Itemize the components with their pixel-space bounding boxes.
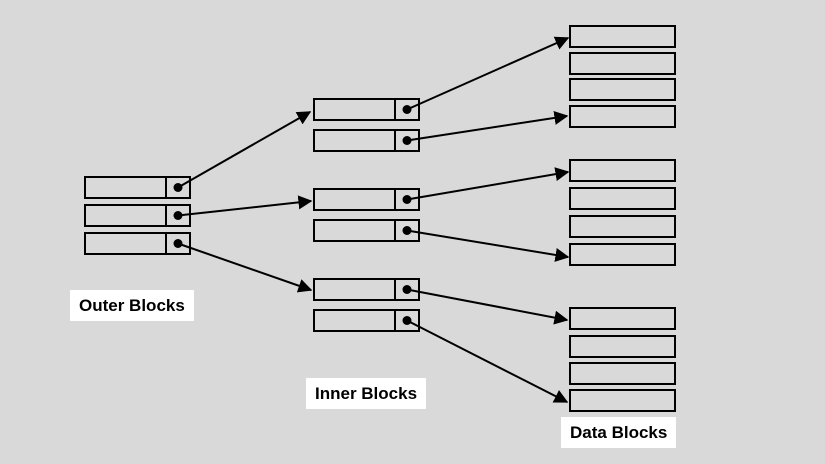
data-block-2-3 — [569, 215, 676, 238]
arrow-inner-1-1 — [406, 36, 570, 111]
inner-block-3-2-cell — [313, 309, 420, 332]
inner-block-1-1-cell — [313, 98, 420, 121]
outer-blocks-label: Outer Blocks — [70, 290, 194, 321]
data-block-1-1 — [569, 25, 676, 48]
data-block-2-1 — [569, 159, 676, 182]
data-block-1-2 — [569, 52, 676, 75]
inner-block-1-1-pointer-dot — [402, 105, 412, 114]
inner-block-3-1 — [313, 278, 420, 301]
inner-block-1-2 — [313, 129, 420, 152]
outer-block-1 — [84, 176, 191, 199]
outer-block-1-pointer-dot — [173, 183, 183, 192]
arrow-outer-1 — [177, 111, 312, 189]
inner-block-3-1-pointer-dot — [402, 285, 412, 294]
inner-block-3-2 — [313, 309, 420, 332]
arrow-inner-1-2 — [406, 110, 569, 142]
inner-block-2-2-cell — [313, 219, 420, 242]
outer-block-3-cell — [84, 232, 191, 255]
outer-block-2 — [84, 204, 191, 227]
data-block-3-1 — [569, 307, 676, 330]
arrows-layer — [177, 36, 570, 403]
outer-block-1-cell — [84, 176, 191, 199]
data-block-1-3 — [569, 78, 676, 101]
outer-block-3-pointer-dot — [173, 239, 183, 248]
inner-block-1-2-pointer-dot — [402, 136, 412, 145]
outer-block-3 — [84, 232, 191, 255]
inner-block-2-2-pointer-dot — [402, 226, 412, 235]
data-block-3-4 — [569, 389, 676, 412]
data-block-3-3 — [569, 362, 676, 385]
data-block-1-4 — [569, 105, 676, 128]
arrow-inner-2-2 — [406, 229, 570, 262]
arrow-inner-3-2 — [406, 319, 569, 403]
inner-block-3-2-pointer-dot — [402, 316, 412, 325]
blocks-layer — [84, 25, 676, 412]
arrow-outer-3 — [177, 242, 313, 293]
arrow-outer-2 — [177, 195, 313, 217]
arrow-inner-3-1 — [406, 288, 569, 325]
inner-block-1-1 — [313, 98, 420, 121]
inner-block-1-2-cell — [313, 129, 420, 152]
pointer-dots-layer — [173, 105, 412, 325]
inner-block-3-1-cell — [313, 278, 420, 301]
inner-block-2-1-pointer-dot — [402, 195, 412, 204]
arrow-inner-2-1 — [406, 167, 570, 201]
outer-block-2-cell — [84, 204, 191, 227]
inner-block-2-1 — [313, 188, 420, 211]
inner-block-2-2 — [313, 219, 420, 242]
data-blocks-label: Data Blocks — [561, 417, 677, 448]
data-block-3-2 — [569, 335, 676, 358]
data-block-2-2 — [569, 187, 676, 210]
outer-block-2-pointer-dot — [173, 211, 183, 220]
inner-blocks-label: Inner Blocks — [306, 378, 427, 409]
data-block-2-4 — [569, 243, 676, 266]
inner-block-2-1-cell — [313, 188, 420, 211]
